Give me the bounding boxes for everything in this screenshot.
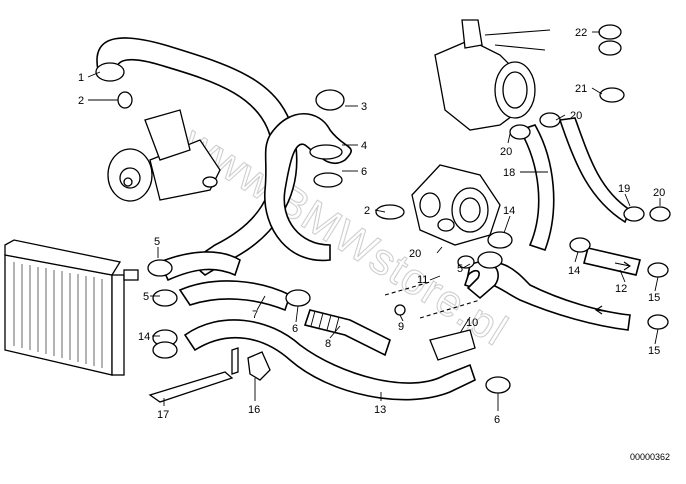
bracket-17 bbox=[148, 347, 239, 403]
thermostat-housing bbox=[434, 19, 551, 131]
bracket-16 bbox=[247, 351, 271, 381]
callout-5: 5 bbox=[143, 291, 149, 303]
callout-2: 2 bbox=[78, 95, 84, 107]
leader-lines bbox=[87, 31, 661, 411]
callout-8: 8 bbox=[325, 338, 331, 350]
thermostat bbox=[411, 164, 501, 246]
callout-1: 1 bbox=[78, 72, 84, 84]
water-pump bbox=[107, 109, 221, 202]
callout-13: 13 bbox=[374, 404, 386, 416]
callout-20: 20 bbox=[409, 248, 421, 260]
radiator bbox=[4, 239, 139, 376]
callout-numbers: 1 2 3 4 6 2 5 5 14 7 6 8 9 10 11 13 6 16… bbox=[78, 27, 665, 426]
callout-7: 7 bbox=[252, 309, 258, 321]
callout-5: 5 bbox=[154, 236, 160, 248]
callout-20: 20 bbox=[653, 187, 665, 199]
callout-14: 14 bbox=[503, 205, 515, 217]
callout-14: 14 bbox=[568, 265, 580, 277]
callout-19: 19 bbox=[618, 183, 630, 195]
callout-5: 5 bbox=[457, 263, 463, 275]
callout-4: 4 bbox=[361, 140, 367, 152]
bracket-10 bbox=[429, 329, 476, 361]
hose-13 bbox=[183, 319, 476, 401]
callout-3: 3 bbox=[361, 101, 367, 113]
callout-6: 6 bbox=[494, 414, 500, 426]
callout-10: 10 bbox=[466, 317, 478, 329]
callout-17: 17 bbox=[157, 409, 169, 421]
dashed-guide bbox=[384, 281, 481, 319]
hose-18 bbox=[518, 124, 555, 252]
callout-16: 16 bbox=[248, 404, 260, 416]
hose-7 bbox=[178, 280, 291, 312]
hose-12 bbox=[583, 247, 641, 276]
callout-20: 20 bbox=[500, 146, 512, 158]
callout-15: 15 bbox=[648, 345, 660, 357]
callout-18: 18 bbox=[503, 167, 515, 179]
callout-14: 14 bbox=[138, 331, 150, 343]
hose-connector-upper bbox=[158, 251, 241, 282]
hose-clamps bbox=[95, 24, 671, 394]
callout-21: 21 bbox=[575, 83, 587, 95]
flow-arrows bbox=[595, 261, 631, 315]
callout-20: 20 bbox=[570, 110, 582, 122]
callout-2: 2 bbox=[364, 205, 370, 217]
hose-8 bbox=[303, 309, 391, 357]
callout-6: 6 bbox=[361, 166, 367, 178]
callout-15: 15 bbox=[648, 292, 660, 304]
callout-12: 12 bbox=[615, 283, 627, 295]
reference-number: 00000362 bbox=[630, 452, 670, 462]
callout-22: 22 bbox=[575, 27, 587, 39]
callout-9: 9 bbox=[398, 321, 404, 333]
callout-6: 6 bbox=[292, 323, 298, 335]
hose-19 bbox=[558, 117, 631, 224]
bolt-9 bbox=[394, 304, 406, 316]
hose-lower-right bbox=[463, 261, 631, 331]
callout-11: 11 bbox=[417, 274, 428, 286]
